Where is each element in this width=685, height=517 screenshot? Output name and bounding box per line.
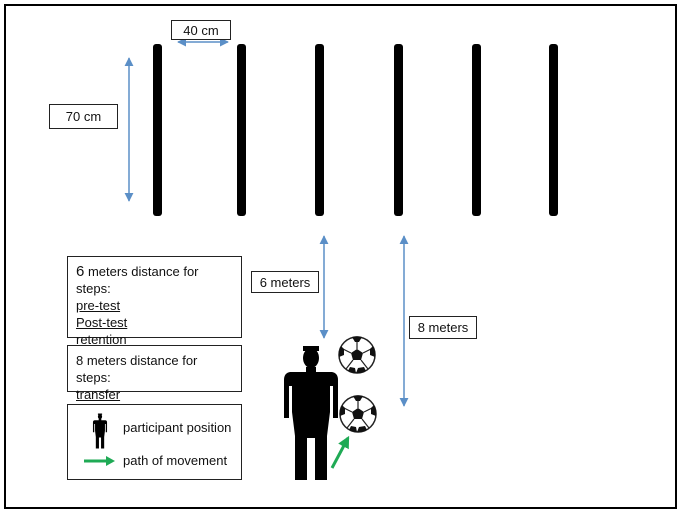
info-box-6m: 6 meters distance for steps: pre-test Po…	[67, 256, 242, 347]
pole	[237, 44, 246, 216]
person-icon	[92, 413, 108, 449]
pole-gap-label: 40 cm	[171, 20, 231, 40]
legend: participant position path of movement	[67, 404, 242, 480]
info-box-8m: 8 meters distance for steps: transfer	[67, 345, 242, 402]
step-retention: retention	[76, 332, 127, 347]
soccer-ball-icon	[338, 335, 376, 374]
pole-height-label: 70 cm	[49, 104, 118, 129]
distance-8m-label: 8 meters	[409, 316, 477, 339]
step-pre-test: pre-test	[76, 298, 121, 313]
step-post-test: Post-test	[76, 315, 128, 330]
diagram-frame	[4, 4, 677, 509]
pole	[549, 44, 558, 216]
pole	[315, 44, 324, 216]
legend-path-label: path of movement	[123, 453, 228, 468]
soccer-ball-icon	[339, 394, 377, 433]
info-heading: 6 meters distance for steps:	[76, 263, 199, 296]
pole	[472, 44, 481, 216]
distance-6m-label: 6 meters	[251, 271, 319, 293]
info-heading: 8 meters distance for steps:	[76, 353, 198, 385]
person-icon	[284, 346, 338, 480]
green-arrow-icon	[330, 435, 350, 469]
legend-participant-label: participant position	[123, 420, 232, 435]
step-transfer: transfer	[76, 387, 121, 402]
pole	[153, 44, 162, 216]
green-arrow-icon	[84, 456, 115, 466]
pole	[394, 44, 403, 216]
poles	[153, 44, 558, 216]
